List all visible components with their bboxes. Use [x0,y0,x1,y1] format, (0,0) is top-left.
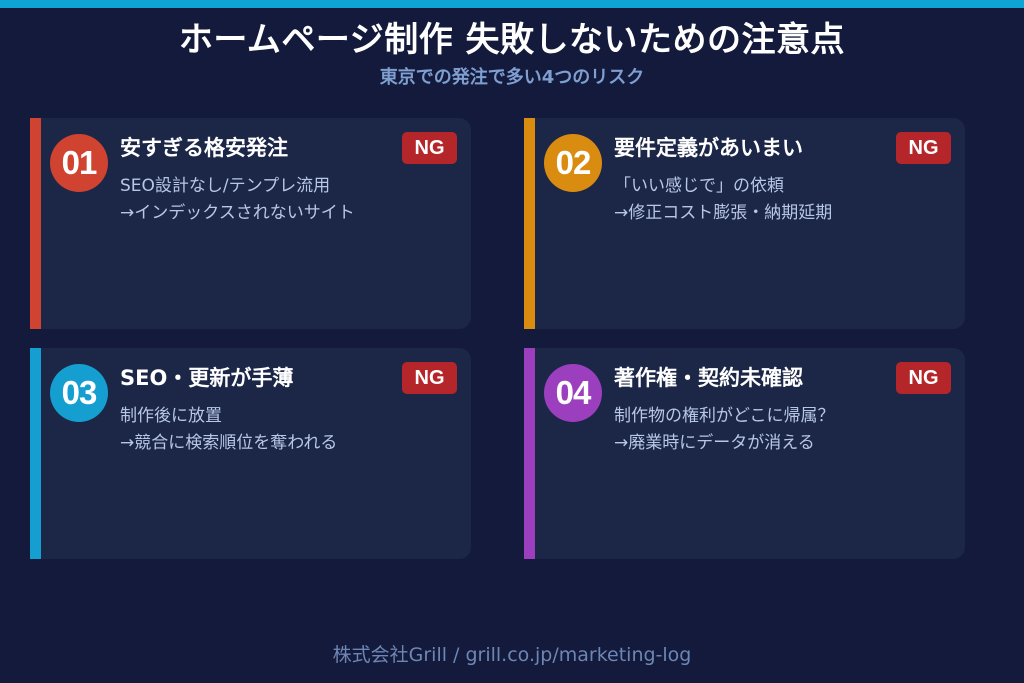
card-consequence: →修正コスト膨張・納期延期 [614,203,833,223]
card-title: SEO・更新が手薄 [120,366,294,390]
card-description: 制作物の権利がどこに帰属？ [614,406,835,426]
ng-badge: NG [402,362,457,394]
risk-card-02: 02 要件定義があいまい NG 「いい感じで」の依頼 →修正コスト膨張・納期延期 [524,118,965,329]
risk-card-03: 03 SEO・更新が手薄 NG 制作後に放置 →競合に検索順位を奪われる [30,348,471,559]
card-number-badge: 01 [50,134,108,192]
risk-card-01: 01 安すぎる格安発注 NG SEO設計なし/テンプレ流用 →インデックスされな… [30,118,471,329]
card-title: 安すぎる格安発注 [120,136,288,160]
ng-badge: NG [896,132,951,164]
card-title: 著作権・契約未確認 [614,366,803,390]
card-consequence: →インデックスされないサイト [120,203,355,223]
page-title: ホームページ制作 失敗しないための注意点 [178,20,846,60]
card-description: SEO設計なし/テンプレ流用 [120,176,331,196]
card-accent-stripe [30,118,41,329]
card-number-badge: 03 [50,364,108,422]
card-accent-stripe [30,348,41,559]
page-subtitle: 東京での発注で多い4つのリスク [379,67,645,88]
card-consequence: →廃業時にデータが消える [614,433,815,453]
card-title: 要件定義があいまい [614,136,803,160]
card-number-badge: 02 [544,134,602,192]
top-accent-bar [0,0,1024,8]
ng-badge: NG [402,132,457,164]
card-number-badge: 04 [544,364,602,422]
card-accent-stripe [524,118,535,329]
footer-credit: 株式会社Grill / grill.co.jp/marketing-log [332,644,692,666]
card-description: 制作後に放置 [120,406,222,426]
ng-badge: NG [896,362,951,394]
card-consequence: →競合に検索順位を奪われる [120,433,338,453]
card-description: 「いい感じで」の依頼 [614,176,784,196]
risk-card-04: 04 著作権・契約未確認 NG 制作物の権利がどこに帰属？ →廃業時にデータが消… [524,348,965,559]
card-accent-stripe [524,348,535,559]
